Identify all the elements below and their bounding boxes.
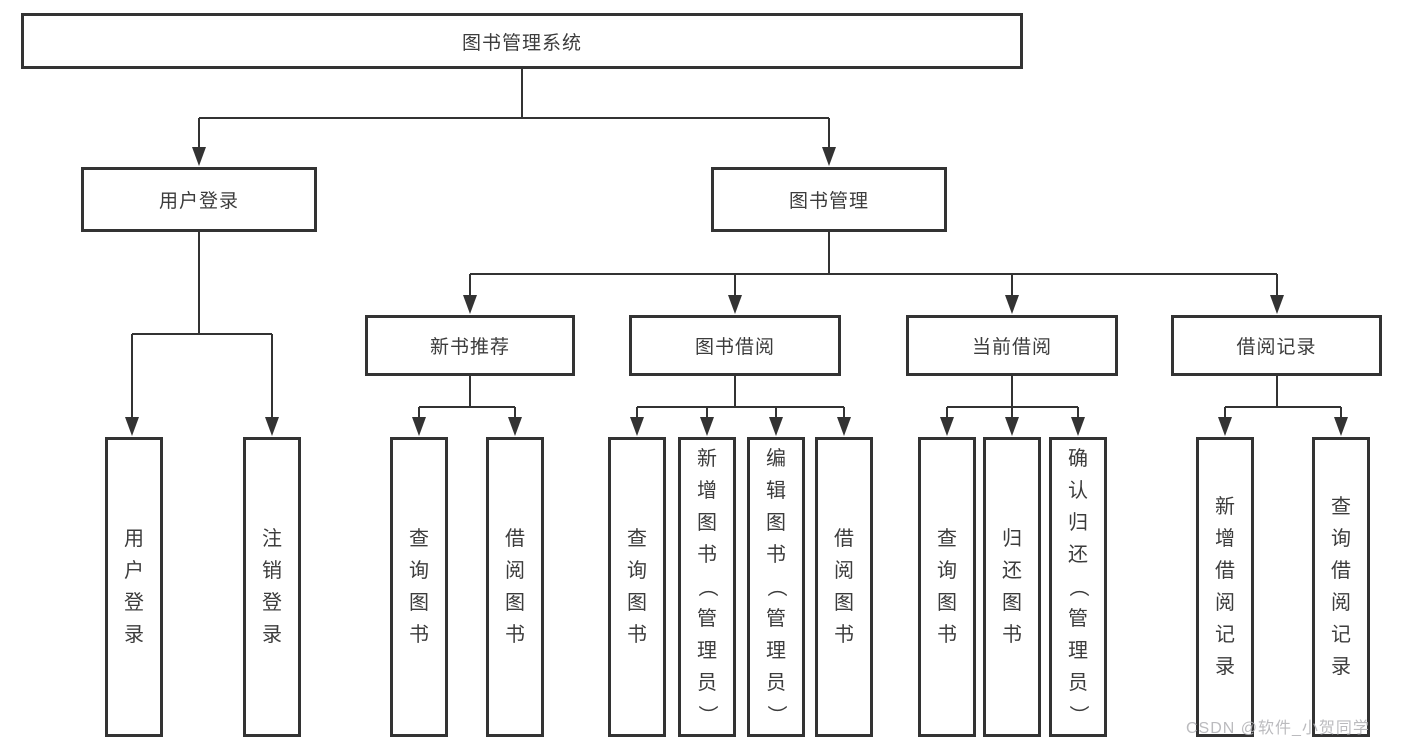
watermark: CSDN @软件_小贺同学 [1186, 720, 1370, 737]
leaf-confirm-return-admin: 确认归还（管理员） [1049, 437, 1107, 737]
arrow-down-icon [1334, 417, 1348, 436]
node-label: 新书推荐 [429, 337, 510, 358]
node-label: 查询借阅记录 [1331, 496, 1351, 678]
tree-edge-lines [131, 69, 1342, 420]
node-label: 注销登录 [262, 528, 282, 646]
arrow-down-icon [265, 417, 279, 436]
arrow-down-icon [1071, 417, 1085, 436]
arrow-down-icon [837, 417, 851, 436]
leaf-user-login: 用户登录 [105, 437, 163, 737]
arrow-down-icon [822, 147, 836, 166]
arrow-down-icon [1270, 295, 1284, 314]
node-label: 借阅记录 [1236, 337, 1317, 358]
leaf-query-books-recommend: 查询图书 [390, 437, 448, 737]
node-label: 图书管理 [788, 191, 869, 212]
node-label: 新增图书（管理员） [696, 448, 718, 725]
node-label: 归还图书 [1002, 528, 1022, 646]
node-label: 查询图书 [409, 528, 429, 646]
arrow-down-icon [1005, 295, 1019, 314]
node-label: 确认归还（管理员） [1067, 448, 1089, 725]
node-user-login: 用户登录 [81, 167, 317, 232]
node-label: 查询图书 [937, 528, 957, 646]
leaf-add-book-admin: 新增图书（管理员） [678, 437, 736, 737]
node-new-book-recommend: 新书推荐 [365, 315, 575, 376]
leaf-query-books-borrow: 查询图书 [608, 437, 666, 737]
leaf-return-book: 归还图书 [983, 437, 1041, 737]
node-book-borrow: 图书借阅 [629, 315, 841, 376]
arrow-down-icon [700, 417, 714, 436]
arrow-down-icon [630, 417, 644, 436]
leaf-query-books-current: 查询图书 [918, 437, 976, 737]
node-book-management: 图书管理 [711, 167, 947, 232]
leaf-borrow-books-recommend: 借阅图书 [486, 437, 544, 737]
node-label: 用户登录 [158, 191, 239, 212]
arrow-down-icon [125, 417, 139, 436]
arrow-down-icon [728, 295, 742, 314]
arrow-down-icon [940, 417, 954, 436]
arrow-down-icon [412, 417, 426, 436]
node-label: 编辑图书（管理员） [765, 448, 787, 725]
node-label: 用户登录 [124, 528, 144, 646]
node-label: 图书借阅 [694, 337, 775, 358]
node-label: 查询图书 [627, 528, 647, 646]
node-borrow-records: 借阅记录 [1171, 315, 1382, 376]
leaf-add-borrow-record: 新增借阅记录 [1196, 437, 1254, 737]
leaf-edit-book-admin: 编辑图书（管理员） [747, 437, 805, 737]
arrow-down-icon [508, 417, 522, 436]
leaf-borrow-books: 借阅图书 [815, 437, 873, 737]
arrow-down-icon [769, 417, 783, 436]
leaf-logout: 注销登录 [243, 437, 301, 737]
node-library-system: 图书管理系统 [21, 13, 1023, 69]
arrow-down-icon [1005, 417, 1019, 436]
leaf-query-borrow-record: 查询借阅记录 [1312, 437, 1370, 737]
node-label: 新增借阅记录 [1215, 496, 1235, 678]
arrow-down-icon [192, 147, 206, 166]
node-label: 图书管理系统 [461, 32, 582, 54]
node-label: 借阅图书 [505, 528, 525, 646]
node-label: 借阅图书 [834, 528, 854, 646]
node-current-borrow: 当前借阅 [906, 315, 1118, 376]
arrow-down-icon [1218, 417, 1232, 436]
arrow-down-icon [463, 295, 477, 314]
node-label: 当前借阅 [971, 337, 1052, 358]
